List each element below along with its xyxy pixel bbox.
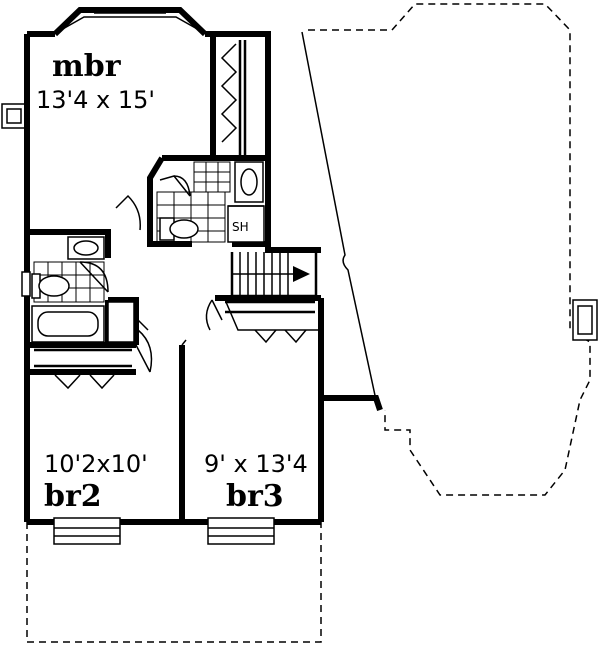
bedroom2-size: 10'2x10' <box>44 450 148 478</box>
bedroom3-size: 9' x 13'4 <box>204 450 308 478</box>
porch-outline <box>26 522 322 643</box>
bay-window <box>60 12 200 31</box>
bedroom2-door <box>135 329 153 373</box>
master-bath-door <box>159 175 191 197</box>
staircase <box>230 252 318 298</box>
master-bedroom-door <box>115 194 141 231</box>
bedroom2-closet <box>34 348 132 390</box>
bedroom3-closet <box>225 300 318 344</box>
shower: SH <box>227 205 265 243</box>
master-bath-sink <box>234 161 264 203</box>
master-bedroom-size: 13'4 x 15' <box>36 86 155 114</box>
side-window <box>21 271 31 297</box>
master-closet-doors <box>220 40 247 155</box>
bathtub <box>31 305 105 343</box>
master-bath-toilet <box>159 217 199 241</box>
roof-outline <box>308 3 591 496</box>
bedroom3-door <box>205 299 223 331</box>
bedroom3-window <box>207 517 275 545</box>
stair-direction-arrow <box>293 266 310 282</box>
hall-bath-toilet <box>31 273 70 299</box>
master-bath-floor-tile <box>156 161 231 243</box>
linen-closet <box>107 301 135 343</box>
hall-bath-door <box>79 261 109 293</box>
porch-connector <box>321 395 383 411</box>
interior-walls <box>27 34 321 522</box>
chimney-left <box>1 103 27 129</box>
bedroom2-window <box>53 517 121 545</box>
chimney-right <box>572 299 598 341</box>
master-bedroom-name: mbr <box>52 49 122 84</box>
bedroom2-name: br2 <box>44 479 102 514</box>
hall-bath-sink <box>67 236 105 260</box>
roof-ridge-line <box>301 31 377 401</box>
shower-label: SH <box>232 220 249 234</box>
bedroom3-name: br3 <box>226 479 284 514</box>
